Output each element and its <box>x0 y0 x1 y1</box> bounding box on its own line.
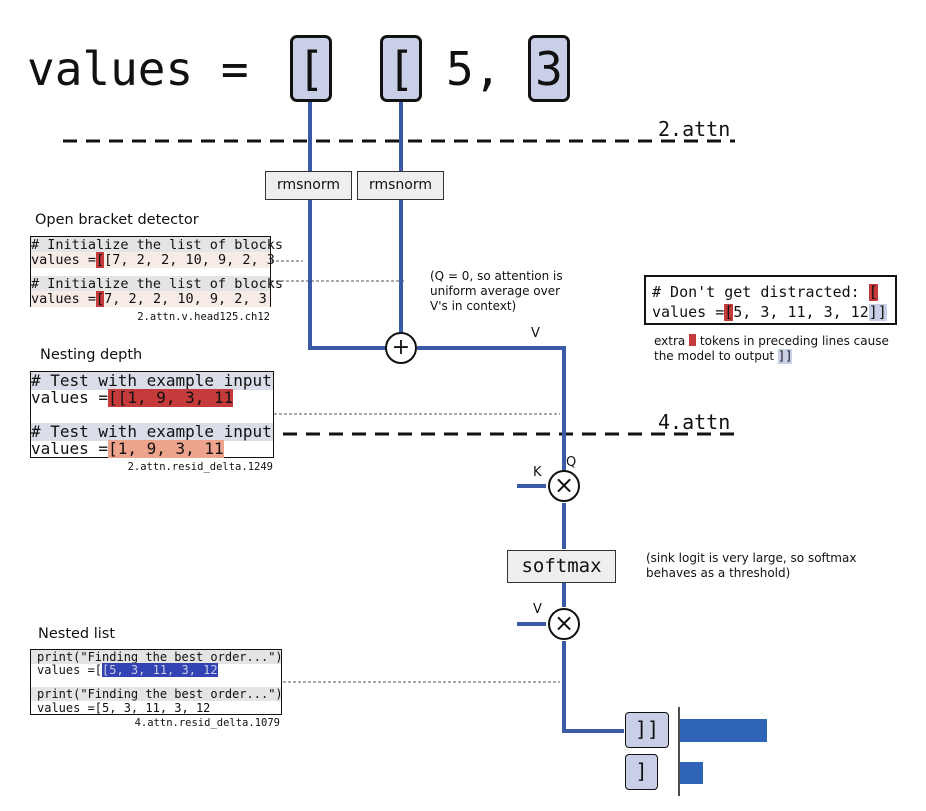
nd-line-2b: values =[1, 9, 3, 11 <box>31 440 273 458</box>
distract-line-2-post: 5, 3, 11, 3, 12 <box>733 303 869 321</box>
obd-line-2b-hl: [ <box>96 291 105 307</box>
sink-note: (sink logit is very large, so softmax be… <box>646 551 857 580</box>
distract-line-2: values =[5, 3, 11, 3, 12]] <box>652 304 895 321</box>
open-bracket-detector-panel: # Initialize the list of blocks values =… <box>30 236 283 307</box>
add-node-icon: + <box>385 332 417 364</box>
obd-line-2b-pre: values = <box>31 291 97 307</box>
nl-line-2a: print("Finding the best order...") <box>31 687 283 701</box>
nl-line-1b: values =[[5, 3, 11, 3, 12 <box>31 663 281 677</box>
nested-list-title: Nested list <box>38 626 116 642</box>
nd-line-1b-pre: values = <box>31 388 109 407</box>
obd-line-1b: values =[[7, 2, 2, 10, 9, 2, 3 <box>31 252 275 268</box>
nd-line-1b-hl: [[1, 9, 3, 11 <box>108 388 234 407</box>
distract-line-1: # Don't get distracted: [ <box>652 284 895 301</box>
extra-tokens-note: extra tokens in preceding lines cause th… <box>654 334 894 364</box>
edge-label-q: Q <box>566 455 577 470</box>
edge-label-v-top: V <box>531 326 540 341</box>
nl-line-1a: print("Finding the best order...") <box>31 650 283 664</box>
output-bar-single-bracket <box>680 762 703 784</box>
distract-line-1-pre: # Don't get distracted: <box>652 283 869 301</box>
nesting-depth-panel: # Test with example input values =[[1, 9… <box>30 371 274 458</box>
layer-2-attn-label: 2.attn <box>658 117 731 141</box>
nesting-depth-title: Nesting depth <box>40 347 143 363</box>
output-bar-double-bracket <box>680 719 767 742</box>
distract-line-2-pre: values = <box>652 303 725 321</box>
nl-line-2b-pre: values =[5, 3, 11, 3, 12 <box>37 701 211 715</box>
token-open-bracket-outer[interactable]: [ <box>290 35 332 102</box>
multiply-v-node-icon: × <box>548 608 580 640</box>
multiply-qk-node-icon: × <box>548 470 580 502</box>
obd-line-2b-post: 7, 2, 2, 10, 9, 2, 3 <box>104 291 267 307</box>
obd-line-2b: values =[7, 2, 2, 10, 9, 2, 3 <box>31 291 270 307</box>
distract-panel: # Don't get distracted: [ values =[5, 3,… <box>644 275 897 325</box>
rmsnorm-box-right[interactable]: rmsnorm <box>357 171 444 200</box>
softmax-box[interactable]: softmax <box>507 550 616 583</box>
token-three[interactable]: 3 <box>528 35 570 102</box>
extra-note-prefix: extra <box>654 334 686 348</box>
edge-label-v-bottom: V <box>533 602 542 617</box>
output-token-double-bracket[interactable]: ]] <box>625 712 669 748</box>
distract-line-2-hl: [ <box>724 303 734 321</box>
obd-line-2a: # Initialize the list of blocks <box>31 276 283 292</box>
header-plain-five: 5, <box>446 42 502 96</box>
token-open-bracket-inner[interactable]: [ <box>380 35 422 102</box>
obd-line-1a: # Initialize the list of blocks <box>31 237 283 253</box>
nl-line-1b-hl: [5, 3, 11, 3, 12 <box>102 663 218 677</box>
nested-list-panel: print("Finding the best order...") value… <box>30 649 283 715</box>
open-bracket-detector-title: Open bracket detector <box>35 212 199 228</box>
nd-line-1b: values =[[1, 9, 3, 11 <box>31 389 273 407</box>
edge-label-k: K <box>533 465 542 480</box>
nd-line-2b-pre: values = <box>31 439 109 458</box>
distract-line-1-hl: [ <box>868 283 878 301</box>
extra-note-mid: tokens in preceding lines cause the mode… <box>654 334 889 363</box>
nd-line-2a: # Test with example input <box>31 422 273 441</box>
extra-note-red-token <box>689 334 697 346</box>
nesting-depth-caption: 2.attn.resid_delta.1249 <box>127 461 273 473</box>
obd-line-1b-hl: [ <box>96 252 105 268</box>
obd-line-1b-pre: values = <box>31 252 97 268</box>
rmsnorm-box-left[interactable]: rmsnorm <box>265 171 352 200</box>
nd-line-1a: # Test with example input <box>31 371 273 390</box>
extra-note-suffix: ]] <box>777 349 793 364</box>
obd-line-1b-post: [7, 2, 2, 10, 9, 2, 3 <box>104 252 275 268</box>
layer-4-attn-label: 4.attn <box>658 410 731 434</box>
nd-line-2b-hl: [1, 9, 3, 11 <box>108 439 224 458</box>
nested-list-caption: 4.attn.resid_delta.1079 <box>134 717 280 729</box>
open-bracket-detector-caption: 2.attn.v.head125.ch12 <box>137 311 270 323</box>
nl-line-2b: values =[5, 3, 11, 3, 12 <box>31 701 281 715</box>
header-prefix: values = <box>27 42 277 96</box>
output-token-single-bracket[interactable]: ] <box>625 754 658 790</box>
distract-line-2-end: ]] <box>868 303 887 321</box>
nl-line-1b-pre: values =[ <box>37 663 103 677</box>
q-zero-note: (Q = 0, so attention is uniform average … <box>430 269 563 313</box>
